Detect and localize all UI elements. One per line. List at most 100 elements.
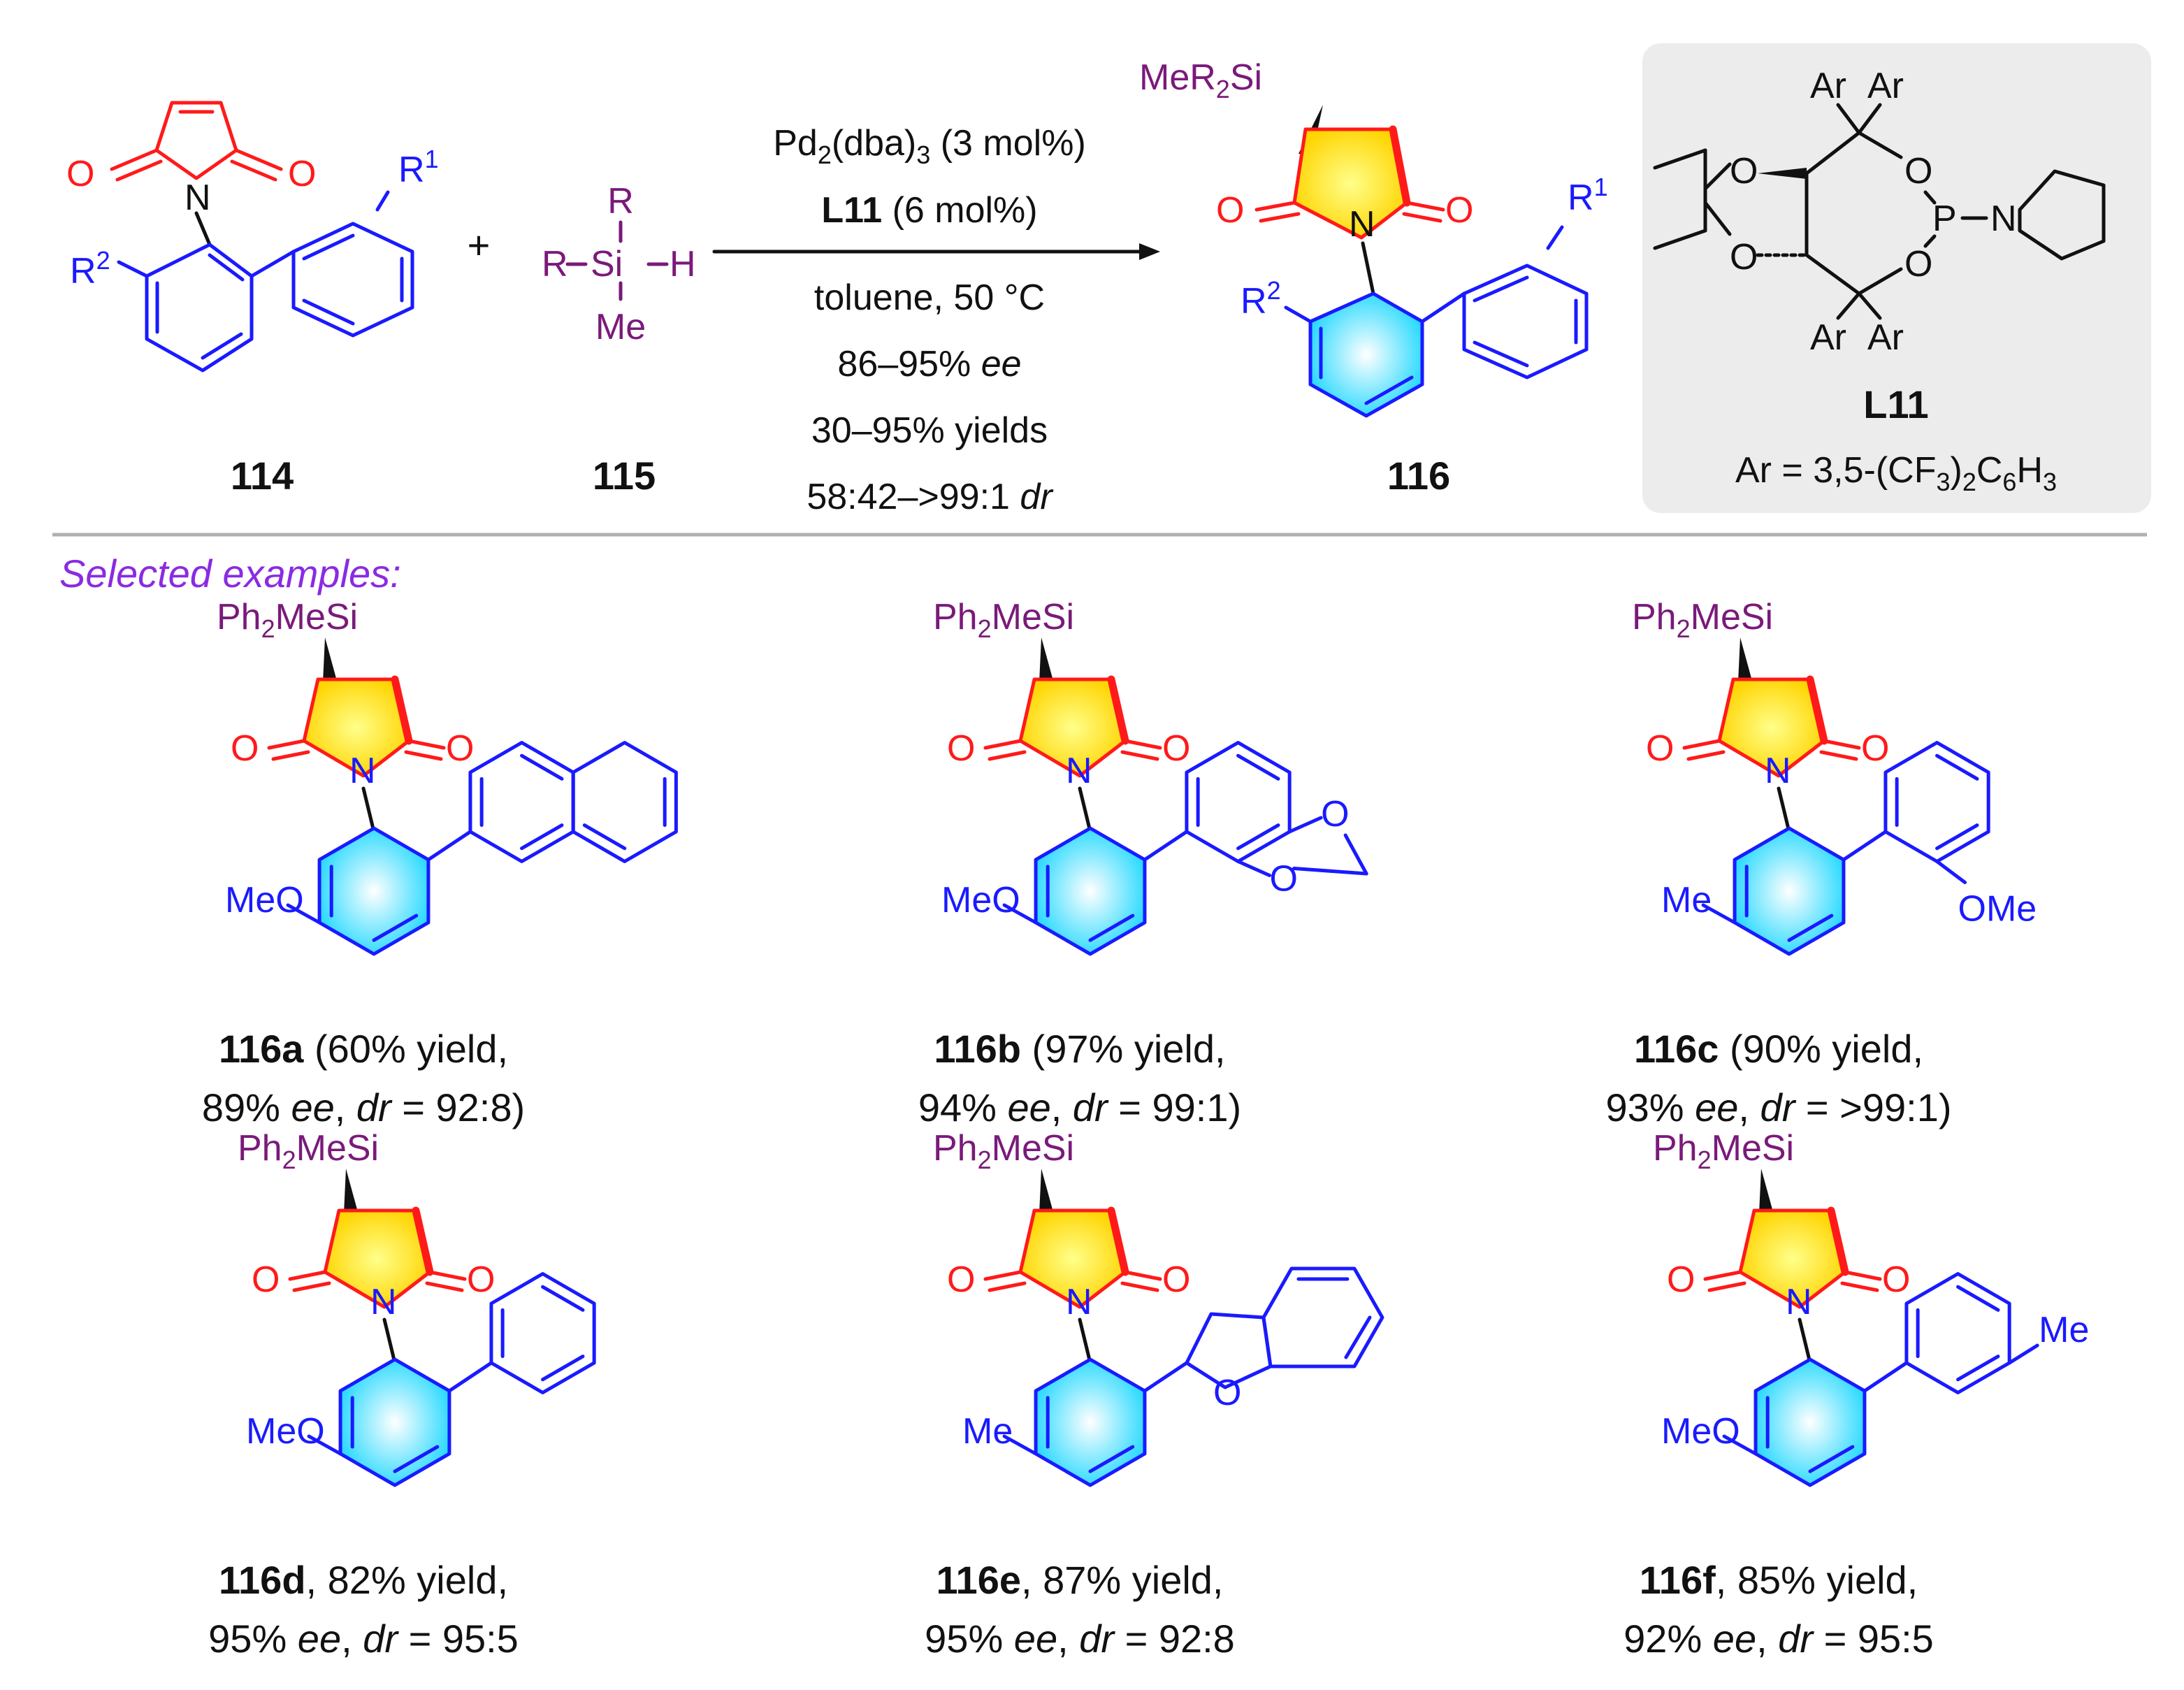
plus-sign: +	[468, 223, 491, 267]
atom-O: O	[288, 154, 316, 194]
compound-114-structure: O O N R2 R1	[66, 101, 439, 373]
silyl-group: Ph2MeSi	[1653, 1128, 1794, 1174]
example-caption-line1: 116d, 82% yield,	[219, 1558, 508, 1602]
aryl-ring	[1034, 1357, 1147, 1487]
atom-O: O	[446, 728, 474, 769]
succinimide-ring	[1018, 677, 1127, 778]
silane-R-top: R	[607, 181, 634, 222]
example-caption-line2: 93% ee, dr = >99:1)	[1605, 1085, 1951, 1129]
silane-H: H	[670, 244, 696, 284]
atom-O: O	[947, 1259, 975, 1300]
product-si-group: MeR2Si	[1139, 57, 1262, 103]
ortho-substituent: MeO	[246, 1411, 325, 1452]
atom-P: P	[1932, 198, 1957, 239]
stereo-wedge	[1039, 637, 1053, 682]
atom-N: N	[1066, 1282, 1092, 1322]
succinimide-ring	[1717, 677, 1826, 778]
aryl-Ar: Ar	[1810, 317, 1846, 358]
silyl-group: Ph2MeSi	[217, 597, 358, 643]
r1-label: R1	[1568, 173, 1608, 218]
stereo-wedge	[323, 637, 337, 682]
stereo-wedge	[1738, 637, 1752, 682]
succinimide-ring	[1018, 1208, 1127, 1309]
aryl-ring	[338, 1357, 451, 1487]
aryl-Ar: Ar	[1810, 66, 1846, 106]
atom-N: N	[1066, 751, 1092, 791]
example-caption-line1: 116e, 87% yield,	[936, 1558, 1224, 1602]
aryl-ring	[1753, 1357, 1867, 1487]
stereo-wedge	[1039, 1169, 1053, 1213]
ligand-loading-text: L11 (6 mol%)	[821, 190, 1037, 231]
ortho-substituent: MeO	[941, 880, 1020, 920]
silane-R-left: R	[542, 244, 568, 284]
product-116-structure: MeR2Si O O N R2 R1	[1139, 57, 1608, 418]
ortho-substituent: MeO	[225, 880, 304, 920]
atom-O: O	[252, 1259, 280, 1300]
solvent-text: toluene, 50 °C	[814, 277, 1045, 318]
compound-115-silane: R R Si H Me	[542, 181, 696, 347]
example-caption-line2: 95% ee, dr = 95:5	[208, 1617, 519, 1661]
atom-O: O	[1646, 728, 1674, 769]
succinimide-ring	[323, 1208, 432, 1309]
r1-label: R1	[398, 145, 439, 190]
pendant-aryl-ring	[468, 741, 575, 863]
silane-Si: Si	[591, 244, 623, 284]
ligand-aryl-formula: Ar = 3,5-(CF3)2C6H3	[1735, 450, 2057, 496]
ee-range-text: 86–95% ee	[837, 344, 1021, 384]
pendant-aryl-ring	[1904, 1272, 2011, 1394]
pendant-aryl-ring	[1883, 741, 1990, 863]
label-116: 116	[1387, 454, 1450, 498]
example-caption-line2: 92% ee, dr = 95:5	[1623, 1617, 1934, 1661]
atom-O: O	[1882, 1259, 1910, 1300]
stereo-wedge	[1759, 1169, 1773, 1213]
atom-N: N	[1990, 198, 2017, 239]
atom-O: O	[66, 154, 94, 194]
atom-N: N	[1765, 751, 1791, 791]
aryl-ring	[1034, 826, 1147, 956]
r2-label: R2	[1241, 276, 1281, 322]
atom-N: N	[1349, 204, 1375, 245]
stereo-wedge	[344, 1169, 358, 1213]
pendant-aryl-ring	[1185, 741, 1292, 863]
aryl-Ar: Ar	[1867, 66, 1904, 106]
reaction-conditions: Pd2(dba)3 (3 mol%) L11 (6 mol%) toluene,…	[712, 123, 1160, 517]
atom-O: O	[1162, 1259, 1190, 1300]
silyl-group: Ph2MeSi	[1632, 597, 1773, 643]
methyl-group: Me	[2039, 1310, 2089, 1350]
succinimide-ring	[302, 677, 411, 778]
atom-O: O	[1861, 728, 1889, 769]
example-caption-line1: 116c (90% yield,	[1634, 1027, 1923, 1071]
silyl-group: Ph2MeSi	[933, 1128, 1074, 1174]
atom-O: O	[1667, 1259, 1695, 1300]
example-caption-line2: 89% ee, dr = 92:8)	[202, 1085, 525, 1129]
silane-Me: Me	[595, 307, 646, 347]
succinimide-ring	[1738, 1208, 1847, 1309]
atom-N: N	[185, 178, 211, 218]
r2-label: R2	[70, 246, 110, 291]
ortho-substituent: Me	[1661, 880, 1712, 920]
examples-header: Selected examples:	[59, 551, 401, 595]
example-caption-line2: 94% ee, dr = 99:1)	[918, 1085, 1241, 1129]
atom-O: O	[1321, 794, 1349, 835]
yield-range-text: 30–95% yields	[811, 410, 1048, 451]
aryl-ring	[317, 826, 431, 956]
methoxy-group: OMe	[1958, 889, 2037, 930]
ortho-substituent: Me	[962, 1411, 1013, 1452]
example-caption-line1: 116a (60% yield,	[219, 1027, 508, 1071]
atom-O: O	[1162, 728, 1190, 769]
label-114: 114	[231, 454, 294, 498]
pendant-aryl-ring	[489, 1272, 596, 1394]
atom-O: O	[1904, 151, 1932, 192]
dr-range-text: 58:42–>99:1 dr	[807, 477, 1054, 517]
atom-N: N	[349, 751, 376, 791]
atom-O: O	[1730, 151, 1758, 192]
atom-O: O	[1730, 237, 1758, 277]
